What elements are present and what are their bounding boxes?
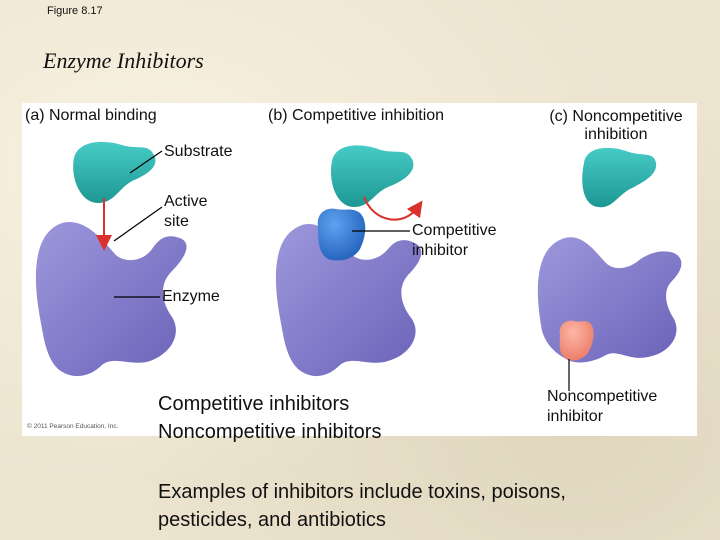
figure-label: Figure 8.17 [47,5,103,17]
enzyme-shape-c [537,237,682,363]
diagram-panel: (a) Normal binding (b) Competitive inhib… [22,103,697,436]
active-site-leader-line [113,206,163,242]
noncompetitive-inhibitor-shape [559,320,594,361]
substrate-shape-b [330,145,414,207]
copyright-notice: © 2011 Pearson Education, Inc. [27,423,119,430]
blocked-arrow-b [363,196,423,221]
panel-b-label: (b) Competitive inhibition [268,107,445,124]
competitive-inhibitors-text: Competitive inhibitors [158,393,350,415]
noncompetitive-inhibitor-label: Noncompetitive inhibitor [547,387,657,427]
substrate-shape-c [582,147,657,208]
substrate-leader-line [129,150,163,174]
competitive-inhibitor-label: Competitive inhibitor [412,221,496,261]
examples-text: Examples of inhibitors include toxins, p… [158,481,566,531]
enzyme-shape-a [35,221,187,377]
substrate-label: Substrate [164,143,233,160]
panel-c-label-line1: (c) Noncompetitive [549,108,683,125]
competitive-inhibition-illustration [275,145,423,377]
normal-binding-illustration [35,141,187,377]
noncompetitive-inhibitors-text: Noncompetitive inhibitors [158,421,382,443]
slide-title: Enzyme Inhibitors [43,48,204,73]
active-site-label-line2: site [164,213,189,230]
panel-c-label: (c) Noncompetitive inhibition [535,108,697,144]
noncompetitive-inhibition-illustration [537,147,682,391]
panel-c-label-line2: inhibition [584,126,648,143]
noncompetitive-inhibitor-label-line1: Noncompetitive [547,388,658,405]
enzyme-inhibition-diagram [35,141,682,391]
enzyme-shape-b [275,224,422,377]
active-site-label-line1: Active [164,193,208,210]
panel-a-label: (a) Normal binding [25,107,157,124]
competitive-inhibitor-shape [317,208,366,261]
active-site-label: Active site [164,192,208,232]
competitive-inhibitor-label-line1: Competitive [412,222,497,239]
enzyme-label: Enzyme [162,288,220,305]
competitive-inhibitor-label-line2: inhibitor [412,242,469,259]
noncompetitive-inhibitor-label-line2: inhibitor [547,408,604,425]
substrate-shape-a [73,141,156,203]
inhibitor-types-list: Competitive inhibitors Noncompetitive in… [158,390,381,446]
